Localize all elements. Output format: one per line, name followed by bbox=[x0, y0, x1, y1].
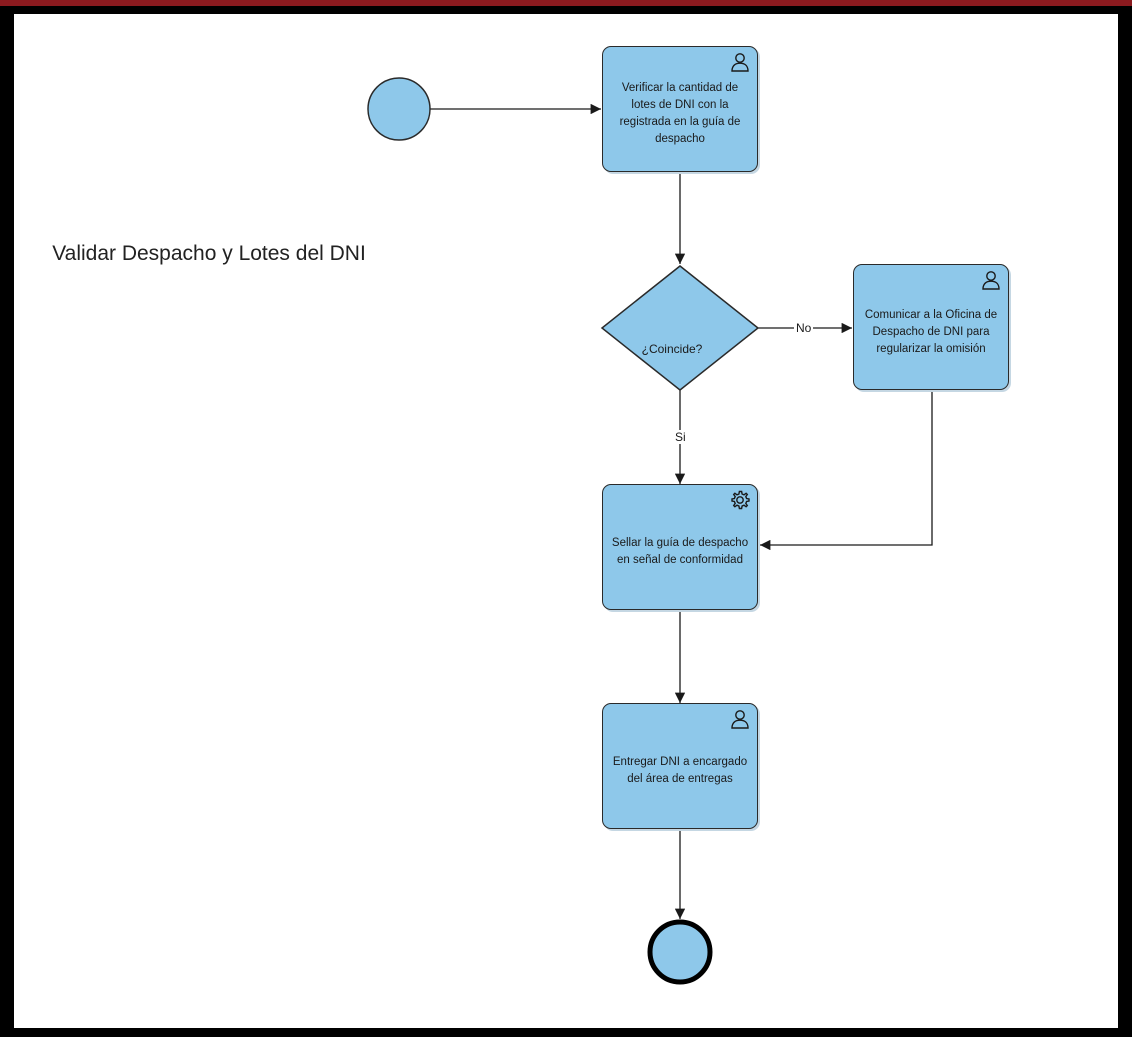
task-label: Sellar la guía de despacho en señal de c… bbox=[611, 537, 749, 566]
task-label: Comunicar a la Oficina de Despacho de DN… bbox=[864, 308, 998, 355]
user-icon bbox=[982, 271, 1000, 290]
flow-label-si: Si bbox=[673, 430, 688, 444]
diagram-edges bbox=[367, 77, 933, 985]
user-icon bbox=[731, 710, 749, 729]
task-label: Entregar DNI a encargado del área de ent… bbox=[612, 756, 748, 785]
task-comunicar-oficina[interactable]: Comunicar a la Oficina de Despacho de DN… bbox=[853, 264, 1009, 390]
task-entregar-dni[interactable]: Entregar DNI a encargado del área de ent… bbox=[602, 703, 758, 829]
diagram-title: Validar Despacho y Lotes del DNI bbox=[52, 242, 366, 265]
gateway-label: ¿Coincide? bbox=[641, 342, 703, 356]
end-event bbox=[647, 919, 713, 985]
flow-label-no: No bbox=[794, 321, 814, 335]
gear-icon bbox=[731, 490, 750, 510]
start-event bbox=[367, 77, 431, 141]
top-accent-bar bbox=[0, 0, 1132, 6]
task-sellar-guia[interactable]: Sellar la guía de despacho en señal de c… bbox=[602, 484, 758, 610]
diagram-canvas: Validar Despacho y Lotes del DNI Verific… bbox=[14, 14, 1118, 1028]
flow-comunicar-to-sellar bbox=[760, 390, 933, 551]
task-label: Verificar la cantidad de lotes de DNI co… bbox=[619, 82, 741, 145]
task-verificar-lotes[interactable]: Verificar la cantidad de lotes de DNI co… bbox=[602, 46, 758, 172]
decision-gateway bbox=[600, 265, 760, 391]
user-icon bbox=[731, 53, 749, 72]
